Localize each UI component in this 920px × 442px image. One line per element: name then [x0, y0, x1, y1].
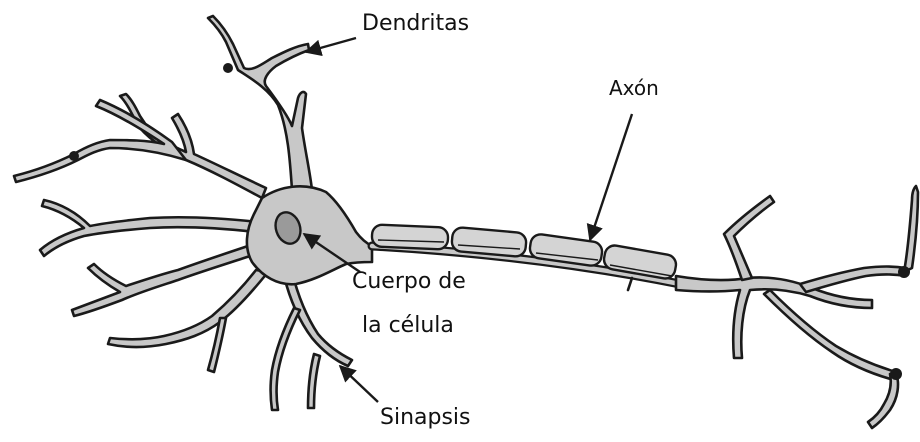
axon-branch-upper — [724, 196, 774, 280]
axon-terminal-trunk — [676, 276, 872, 358]
terminal-blob — [223, 63, 233, 73]
myelin-segment — [372, 224, 449, 249]
label-synapse: Sinapsis — [380, 404, 471, 432]
dendrite-upper — [208, 16, 312, 190]
axon-branch-upper-right — [800, 267, 906, 293]
axon-branch-lower-hook — [868, 372, 898, 428]
label-cell-body-line1: Cuerpo de — [352, 268, 466, 296]
dendrite-lower-bottom — [271, 308, 301, 410]
arrow-axon — [590, 114, 632, 240]
axon-collateral — [628, 278, 632, 290]
label-cell-body-line2: la célula — [362, 312, 454, 340]
label-dendrites: Dendritas — [362, 10, 469, 38]
terminal-blob — [69, 151, 79, 161]
label-axon: Axón — [609, 76, 659, 101]
axon-terminal-blobs — [890, 266, 910, 380]
neuron-soma-and-dendrites — [14, 16, 372, 410]
synapse-process — [308, 354, 320, 408]
pointer-arrows — [304, 38, 632, 402]
myelin-segment — [451, 227, 527, 257]
axon-branch-far-right — [904, 186, 918, 272]
arrow-synapse — [340, 366, 378, 402]
terminal-blob — [898, 266, 910, 278]
dendrite-lower-left — [108, 270, 268, 347]
arrow-dendrites — [306, 38, 356, 52]
dendrite-far-left-upper — [14, 100, 186, 182]
dendrite-left — [40, 200, 258, 256]
axon-terminal — [676, 186, 918, 428]
terminal-blob — [890, 368, 902, 380]
